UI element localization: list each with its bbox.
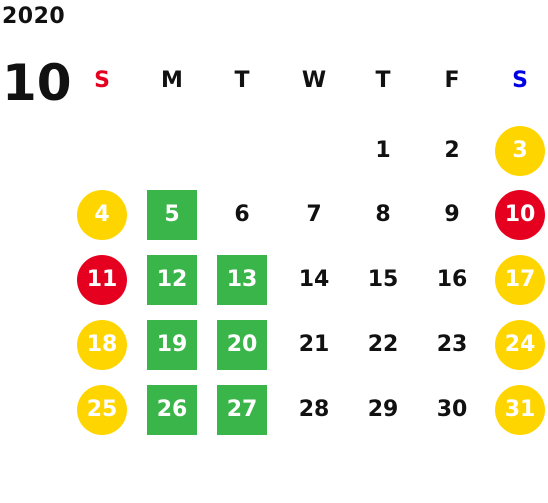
year-label: 2020 [2,4,66,29]
day-27[interactable]: 27 [217,385,267,435]
month-number: 10 [2,54,72,112]
day-7[interactable]: 7 [306,202,322,227]
day-24[interactable]: 24 [495,320,545,370]
day-25[interactable]: 25 [77,385,127,435]
day-8[interactable]: 8 [375,202,391,227]
day-6[interactable]: 6 [234,202,250,227]
day-17[interactable]: 17 [495,255,545,305]
day-15[interactable]: 15 [367,267,399,292]
day-4[interactable]: 4 [77,190,127,240]
day-9[interactable]: 9 [444,202,460,227]
day-14[interactable]: 14 [298,267,330,292]
day-29[interactable]: 29 [367,397,399,422]
day-19[interactable]: 19 [147,320,197,370]
day-2[interactable]: 2 [444,138,460,163]
day-12[interactable]: 12 [147,255,197,305]
day-31[interactable]: 31 [495,385,545,435]
weekday-tue: T [234,68,250,93]
weekday-wed: W [301,68,327,93]
day-3[interactable]: 3 [495,126,545,176]
day-21[interactable]: 21 [298,332,330,357]
day-5[interactable]: 5 [147,190,197,240]
day-13[interactable]: 13 [217,255,267,305]
weekday-thu: T [375,68,391,93]
day-20[interactable]: 20 [217,320,267,370]
day-26[interactable]: 26 [147,385,197,435]
day-16[interactable]: 16 [436,267,468,292]
day-18[interactable]: 18 [77,320,127,370]
weekday-fri: F [444,68,460,93]
day-11[interactable]: 11 [77,255,127,305]
weekday-sat: S [512,68,528,93]
day-1[interactable]: 1 [375,138,391,163]
day-30[interactable]: 30 [436,397,468,422]
day-22[interactable]: 22 [367,332,399,357]
day-28[interactable]: 28 [298,397,330,422]
weekday-mon: M [161,68,183,93]
day-23[interactable]: 23 [436,332,468,357]
weekday-sun: S [94,68,110,93]
day-10[interactable]: 10 [495,190,545,240]
